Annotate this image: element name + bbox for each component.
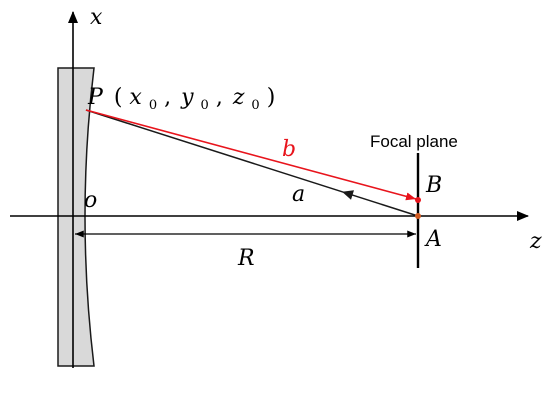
point-a-dot bbox=[415, 213, 421, 219]
origin-label: o bbox=[84, 188, 97, 213]
x-axis-label: x bbox=[90, 5, 103, 30]
mirror-body bbox=[57, 67, 95, 367]
coord-y-subscript: 0 bbox=[201, 98, 209, 113]
z-axis-label: z bbox=[529, 229, 542, 254]
ray-a-line bbox=[85, 109, 419, 217]
coord-comma-1: , bbox=[164, 85, 171, 110]
ray-b-line bbox=[85, 109, 417, 201]
point-b-dot bbox=[415, 197, 421, 203]
coord-open-paren: ( bbox=[114, 85, 123, 110]
ray-b-label: b bbox=[282, 137, 296, 162]
point-p-label: P ( x 0 , y 0 , z 0 ) bbox=[87, 85, 275, 115]
coord-x-subscript: 0 bbox=[149, 98, 157, 113]
coord-comma-2: , bbox=[216, 85, 223, 110]
coord-x: x bbox=[129, 85, 142, 110]
point-b-label: B bbox=[425, 173, 442, 198]
focal-plane-label: Focal plane bbox=[370, 132, 458, 151]
point-p-letter: P bbox=[87, 85, 104, 110]
coord-z-subscript: 0 bbox=[251, 98, 259, 113]
coord-z: z bbox=[232, 85, 245, 110]
point-a-label: A bbox=[424, 227, 442, 252]
coord-y: y bbox=[180, 85, 194, 110]
coord-close-paren: ) bbox=[267, 85, 276, 110]
distance-r-label: R bbox=[237, 246, 255, 271]
ray-a-label: a bbox=[292, 182, 305, 207]
ray-a-arrowhead bbox=[342, 190, 354, 200]
